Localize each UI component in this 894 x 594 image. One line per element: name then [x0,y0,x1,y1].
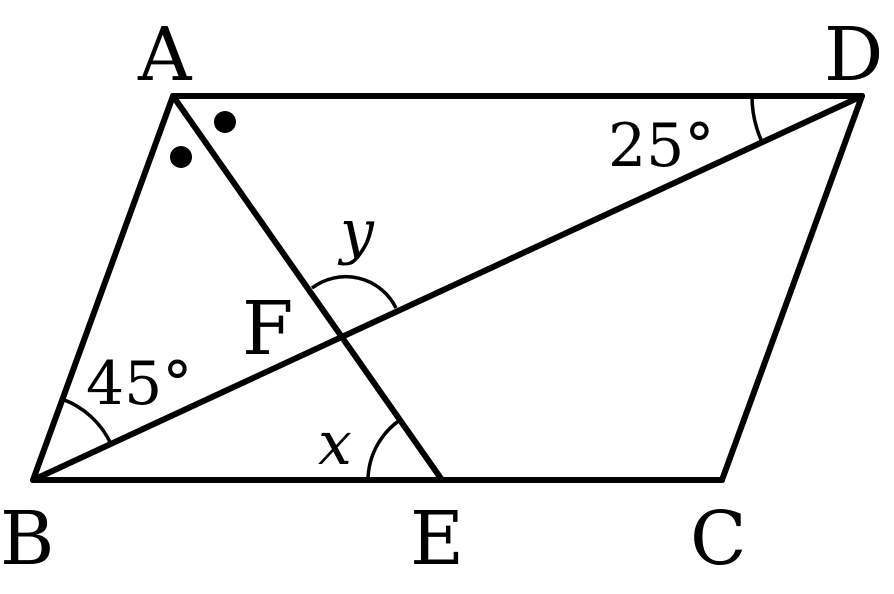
side-ab [30,93,176,483]
side-dc [719,93,865,483]
angle-label-45: 45° [86,349,192,419]
angle-arc-x [366,418,402,481]
segment-ae [170,93,445,483]
dot-icon [170,146,192,168]
angle-label-x: x [318,409,352,479]
point-label-d: D [824,12,883,98]
angle-arc-45 [62,397,113,445]
diagonal-bd [30,93,865,483]
angle-label-y: y [337,197,375,267]
dot-icon [214,111,236,133]
point-label-b: B [0,496,54,582]
point-label-a: A [137,12,193,98]
point-label-c: C [690,496,747,582]
angle-arc-25 [750,95,764,143]
point-label-f: F [242,286,293,372]
point-label-e: E [410,496,464,582]
angle-label-25: 25° [608,111,714,181]
angle-arc-y [310,274,398,309]
